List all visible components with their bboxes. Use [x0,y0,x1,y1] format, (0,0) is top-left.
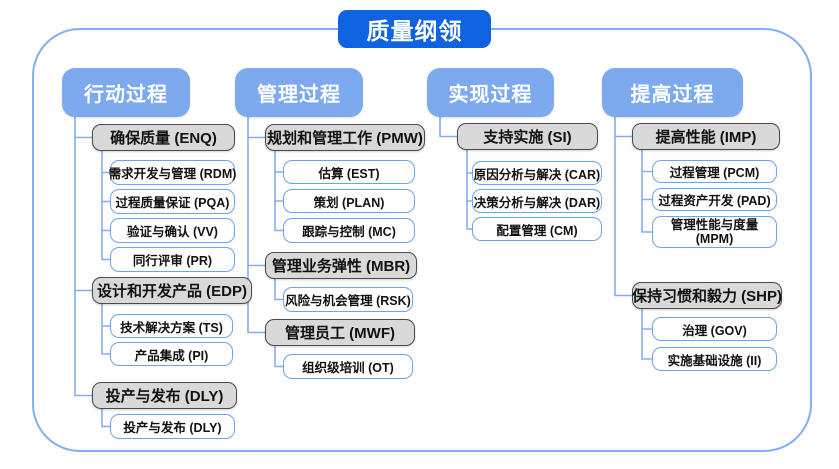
node-imp: 提高性能 (IMP) [632,123,780,150]
node-pqa: 过程质量保证 (PQA) [110,189,235,214]
column-header-management-process: 管理过程 [235,68,363,117]
node-ts: 技术解决方案 (TS) [110,314,233,338]
connector-path [74,116,653,428]
node-mpm: 管理性能与度量 (MPM) [652,216,777,248]
column-header-action-process: 行动过程 [62,68,190,117]
node-dly-child: 投产与发布 (DLY) [110,414,235,439]
node-mc: 跟踪与控制 (MC) [283,218,415,243]
node-ot: 组织级培训 (OT) [283,354,413,379]
node-shp: 保持习惯和毅力 (SHP) [632,282,782,309]
node-ii: 实施基础设施 (II) [652,347,777,371]
node-vv: 验证与确认 (VV) [110,218,235,243]
node-pmw: 规划和管理工作 (PMW) [265,124,425,151]
node-plan: 策划 (PLAN) [283,189,415,213]
node-enq: 确保质量 (ENQ) [92,124,235,151]
node-pad: 过程资产开发 (PAD) [652,188,777,211]
node-mwf: 管理员工 (MWF) [265,319,415,346]
node-si: 支持实施 (SI) [457,123,598,150]
node-edp: 设计和开发产品 (EDP) [92,277,252,304]
node-dar: 决策分析与解决 (DAR) [472,189,602,213]
node-pcm: 过程管理 (PCM) [652,160,777,183]
node-rdm: 需求开发与管理 (RDM) [109,160,236,185]
node-mbr: 管理业务弹性 (MBR) [265,252,417,279]
node-cm: 配置管理 (CM) [472,217,602,241]
node-dly: 投产与发布 (DLY) [92,382,237,409]
node-rsk: 风险与机会管理 (RSK) [283,287,413,312]
diagram-title: 质量纲领 [338,10,491,48]
node-est: 估算 (EST) [283,160,415,184]
node-pr: 同行评审 (PR) [110,247,235,272]
node-car: 原因分析与解决 (CAR) [472,161,602,185]
node-pi: 产品集成 (PI) [110,342,233,366]
column-header-improvement-process: 提高过程 [602,68,743,117]
column-header-realization-process: 实现过程 [427,68,554,117]
node-gov: 治理 (GOV) [652,317,777,341]
